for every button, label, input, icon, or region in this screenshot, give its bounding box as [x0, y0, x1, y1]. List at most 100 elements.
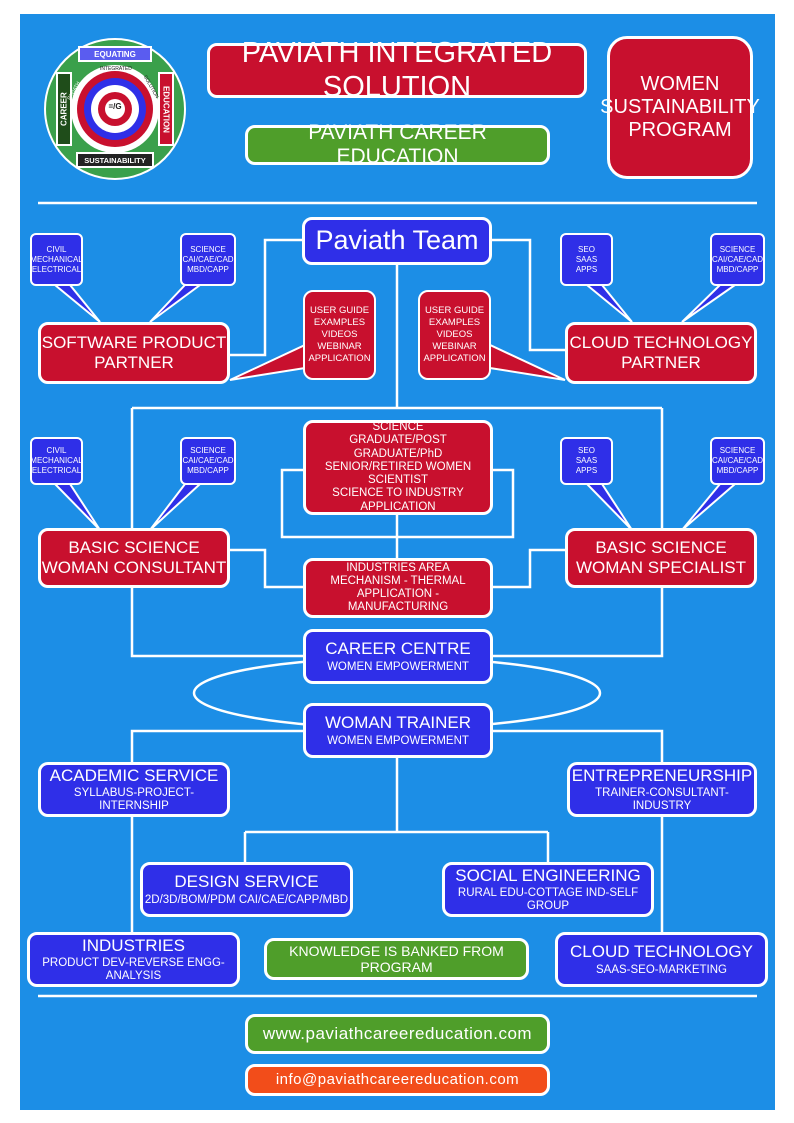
main-title-box: PAVIATH INTEGRATED SOLUTION	[207, 37, 587, 103]
bubble-line: SAAS	[575, 456, 598, 465]
main-title: PAVIATH INTEGRATED SOLUTION	[241, 37, 553, 103]
bubble-seo: SEO SAAS APPS	[560, 233, 613, 286]
program-line: SUSTAINABILITY	[600, 96, 760, 118]
cloud-tech-title: CLOUD TECHNOLOGY	[570, 942, 753, 962]
bubble-line: SAAS	[575, 254, 598, 264]
industries-sub: PRODUCT DEV-REVERSE ENGG-ANALYSIS	[42, 957, 225, 983]
logo-right-label: EDUCATION	[158, 72, 174, 146]
bubble-line: SCIENCE	[719, 244, 756, 254]
logo-top-label: EQUATING	[78, 46, 152, 62]
cloud-partner-box: CLOUD TECHNOLOGY PARTNER	[565, 322, 757, 384]
bubble-line: SCIENCE	[719, 446, 756, 455]
bubble-line: SEO	[578, 446, 595, 455]
bubble-line: SCIENCE	[190, 446, 226, 455]
website-text[interactable]: www.paviathcareereducation.com	[262, 1024, 533, 1044]
logo-bottom-label: SUSTAINABILITY	[76, 152, 154, 168]
bubble-line: CIVIL	[46, 244, 67, 254]
bubble-line: WEBINAR	[432, 340, 477, 352]
bubble-user-guide-left: USER GUIDE EXAMPLES VIDEOS WEBINAR APPLI…	[303, 290, 376, 380]
academic-sub: SYLLABUS-PROJECT-INTERNSHIP	[73, 787, 195, 813]
science-box: SCIENCE GRADUATE/POST GRADUATE/PhD SENIO…	[303, 420, 493, 515]
email-link[interactable]: info@paviathcareereducation.com	[245, 1064, 550, 1096]
logo-target-icon	[71, 65, 159, 153]
program-box: WOMEN SUSTAINABILITY PROGRAM	[600, 36, 760, 179]
bubble-science: SCIENCE CAI/CAE/CAD MBD/CAPP	[180, 437, 236, 485]
industries-box: INDUSTRIES PRODUCT DEV-REVERSE ENGG-ANAL…	[27, 932, 240, 987]
design-title: DESIGN SERVICE	[174, 872, 319, 892]
industries-area-line: MECHANISM - THERMAL	[330, 574, 466, 587]
bubble-line: CAI/CAE/CAD	[182, 456, 234, 465]
program-line: PROGRAM	[628, 119, 732, 141]
knowledge-box: KNOWLEDGE IS BANKED FROM PROGRAM	[264, 938, 529, 980]
social-title: SOCIAL ENGINEERING	[455, 865, 641, 885]
knowledge-text: KNOWLEDGE IS BANKED FROM PROGRAM	[289, 942, 504, 975]
specialist-line: BASIC SCIENCE	[595, 538, 727, 558]
bubble-line: APPS	[575, 466, 598, 475]
bubble-line: CAI/CAE/CAD	[182, 254, 234, 264]
bubble-line: CAI/CAE/CAD	[711, 456, 764, 465]
bubble-line: VIDEOS	[436, 329, 473, 341]
bubble-line: EXAMPLES	[313, 317, 366, 329]
entrepreneurship-box: ENTREPRENEURSHIP TRAINER-CONSULTANT-INDU…	[567, 762, 757, 817]
bubble-line: MBD/CAPP	[716, 264, 759, 274]
science-line: SCIENCE TO INDUSTRY APPLICATION	[332, 487, 464, 513]
trainer-title: WOMAN TRAINER	[324, 713, 472, 733]
team-box: Paviath Team	[302, 217, 492, 265]
software-partner-line: PARTNER	[94, 353, 174, 372]
cloud-tech-sub: SAAS-SEO-MARKETING	[596, 963, 727, 976]
team-label: Paviath Team	[315, 225, 479, 256]
bubble-line: CIVIL	[46, 446, 67, 455]
bubble-line: APPLICATION	[423, 352, 486, 364]
bubble-line: VIDEOS	[321, 329, 358, 341]
specialist-line: WOMAN SPECIALIST	[575, 558, 747, 577]
science-line: SENIOR/RETIRED WOMEN SCIENTIST	[324, 460, 472, 487]
bubble-line: EXAMPLES	[428, 317, 481, 329]
bubble-line: APPS	[575, 264, 598, 274]
bubble-engineering: CIVIL MECHANICAL ELECTRICAL	[30, 233, 83, 286]
entrepreneurship-sub: TRAINER-CONSULTANT-INDUSTRY	[595, 787, 729, 813]
bubble-line: APPLICATION	[308, 352, 371, 364]
science-line: SCIENCE	[372, 421, 424, 434]
bubble-line: SEO	[578, 244, 595, 254]
website-link[interactable]: www.paviathcareereducation.com	[245, 1014, 550, 1054]
science-line: GRADUATE/POST GRADUATE/PhD	[349, 434, 447, 460]
subtitle: PAVIATH CAREER EDUCATION	[308, 120, 487, 168]
social-sub: RURAL EDU-COTTAGE IND-SELF GROUP	[457, 887, 639, 913]
bubble-line: USER GUIDE	[309, 305, 370, 317]
bubble-line: ELECTRICAL	[31, 466, 82, 475]
software-partner-box: SOFTWARE PRODUCT PARTNER	[38, 322, 230, 384]
bubble-science: SCIENCE CAI/CAE/CAD MBD/CAPP	[180, 233, 236, 286]
design-sub: 2D/3D/BOM/PDM CAI/CAE/CAPP/MBD	[144, 893, 349, 906]
bubble-line: MBD/CAPP	[187, 466, 229, 475]
social-engineering-box: SOCIAL ENGINEERING RURAL EDU-COTTAGE IND…	[442, 862, 654, 917]
bubble-science: SCIENCE CAI/CAE/CAD MBD/CAPP	[710, 437, 765, 485]
industries-area-line: APPLICATION - MANUFACTURING	[347, 588, 449, 614]
consultant-line: BASIC SCIENCE	[68, 538, 200, 558]
industries-area-line: INDUSTRIES AREA	[346, 561, 450, 574]
career-centre-sub: WOMEN EMPOWERMENT	[327, 660, 469, 673]
design-service-box: DESIGN SERVICE 2D/3D/BOM/PDM CAI/CAE/CAP…	[140, 862, 353, 917]
entrepreneurship-title: ENTREPRENEURSHIP	[571, 765, 753, 785]
consultant-box: BASIC SCIENCE WOMAN CONSULTANT	[38, 528, 230, 588]
bubble-line: USER GUIDE	[424, 305, 485, 317]
bubble-line: CAI/CAE/CAD	[711, 254, 764, 264]
email-text[interactable]: info@paviathcareereducation.com	[275, 1071, 520, 1089]
bubble-user-guide-right: USER GUIDE EXAMPLES VIDEOS WEBINAR APPLI…	[418, 290, 491, 380]
bubble-line: SCIENCE	[190, 244, 226, 254]
logo-ring-label: INTEGRATED	[100, 66, 132, 72]
bubble-line: MECHANICAL	[30, 456, 83, 465]
industries-title: INDUSTRIES	[82, 935, 185, 955]
bubble-science: SCIENCE CAI/CAE/CAD MBD/CAPP	[710, 233, 765, 286]
software-partner-line: SOFTWARE PRODUCT	[41, 333, 227, 353]
cloud-partner-line: CLOUD TECHNOLOGY	[569, 333, 753, 353]
bubble-line: MECHANICAL	[30, 254, 83, 264]
bubble-line: MBD/CAPP	[716, 466, 759, 475]
industries-area-box: INDUSTRIES AREA MECHANISM - THERMAL APPL…	[303, 558, 493, 618]
bubble-seo: SEO SAAS APPS	[560, 437, 613, 485]
program-line: WOMEN	[640, 73, 720, 95]
logo-center-text: =/G	[108, 102, 122, 111]
career-centre-title: CAREER CENTRE	[325, 639, 471, 659]
career-centre-box: CAREER CENTRE WOMEN EMPOWERMENT	[303, 629, 493, 684]
trainer-box: WOMAN TRAINER WOMEN EMPOWERMENT	[303, 703, 493, 758]
logo: EQUATING CAREER EDUCATION SUSTAINABILITY…	[44, 38, 186, 180]
